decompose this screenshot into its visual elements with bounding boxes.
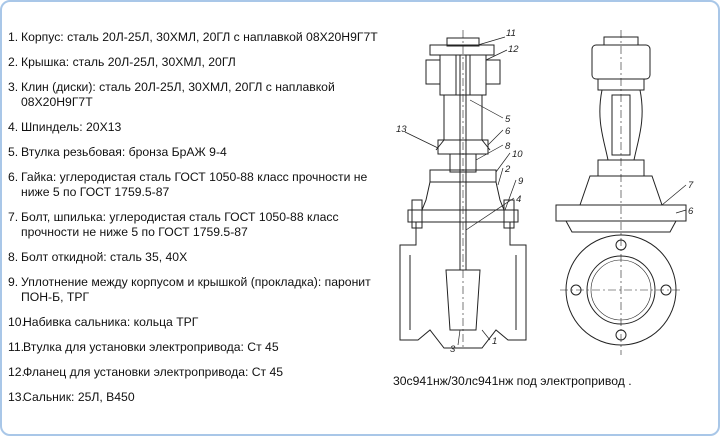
exterior-callouts: 7 6 bbox=[661, 180, 694, 217]
callout-10: 10 bbox=[512, 149, 523, 160]
legend-text: Сальник: 25Л, В450 bbox=[23, 390, 135, 404]
callout-12: 12 bbox=[508, 44, 519, 55]
legend-number: 6. bbox=[8, 170, 19, 184]
legend-item-5: 5.Втулка резьбовая: бронза БрАЖ 9-4 bbox=[8, 145, 388, 160]
legend-text: Шпиндель: 20Х13 bbox=[21, 120, 122, 134]
legend-item-6: 6.Гайка: углеродистая сталь ГОСТ 1050-88… bbox=[8, 170, 388, 200]
legend-number: 5. bbox=[8, 145, 19, 159]
legend-text: Гайка: углеродистая сталь ГОСТ 1050-88 к… bbox=[21, 170, 368, 199]
legend-item-9: 9.Уплотнение между корпусом и крышкой (п… bbox=[8, 275, 388, 305]
legend-item-8: 8.Болт откидной: сталь 35, 40Х bbox=[8, 250, 388, 265]
callout-13: 13 bbox=[396, 124, 407, 135]
legend-item-1: 1.Корпус: сталь 20Л-25Л, 30ХМЛ, 20ГЛ с н… bbox=[8, 30, 388, 45]
legend-number: 8. bbox=[8, 250, 19, 264]
legend-number: 3. bbox=[8, 80, 19, 94]
legend-item-3: 3.Клин (диски): сталь 20Л-25Л, 30ХМЛ, 20… bbox=[8, 80, 388, 110]
legend-number: 4. bbox=[8, 120, 19, 134]
flange-bolt-right bbox=[485, 59, 501, 85]
legend-item-2: 2.Крышка: сталь 20Л-25Л, 30ХМЛ, 20ГЛ bbox=[8, 55, 388, 70]
legend-number: 10. bbox=[8, 315, 25, 329]
legend-text: Втулка для установки электропривода: Ст … bbox=[23, 340, 279, 354]
callout-4: 4 bbox=[516, 194, 521, 205]
callout-8: 8 bbox=[505, 141, 511, 152]
legend-item-12: 12.Фланец для установки электропривода: … bbox=[8, 365, 388, 380]
callout-3: 3 bbox=[450, 344, 456, 355]
callout-5: 5 bbox=[505, 114, 511, 125]
exterior-body-top bbox=[565, 220, 677, 233]
legend-number: 2. bbox=[8, 55, 19, 69]
legend-item-10: 10.Набивка сальника: кольца ТРГ bbox=[8, 315, 388, 330]
exterior-yoke bbox=[599, 89, 643, 161]
legend-number: 7. bbox=[8, 210, 19, 224]
legend-item-11: 11.Втулка для установки электропривода: … bbox=[8, 340, 388, 355]
diagram-caption: 30с941нж/30лс941нж под электропривод . bbox=[393, 374, 632, 388]
body-bonnet-flange bbox=[407, 209, 519, 223]
legend-item-7: 7.Болт, шпилька: углеродистая сталь ГОСТ… bbox=[8, 210, 388, 240]
legend-text: Корпус: сталь 20Л-25Л, 30ХМЛ, 20ГЛ с нап… bbox=[21, 30, 378, 44]
gland-flange bbox=[429, 169, 497, 183]
parts-legend: 1.Корпус: сталь 20Л-25Л, 30ХМЛ, 20ГЛ с н… bbox=[8, 30, 388, 415]
legend-text: Крышка: сталь 20Л-25Л, 30ХМЛ, 20ГЛ bbox=[21, 55, 236, 69]
callout-6b: 6 bbox=[688, 206, 694, 217]
legend-text: Набивка сальника: кольца ТРГ bbox=[23, 315, 199, 329]
flange-bolt-left bbox=[425, 59, 441, 85]
legend-number: 1. bbox=[8, 30, 19, 44]
callout-11: 11 bbox=[506, 28, 516, 39]
bolt-right bbox=[503, 199, 515, 229]
legend-item-13: 13.Сальник: 25Л, В450 bbox=[8, 390, 388, 405]
valve-technical-drawing: 11 12 13 5 6 8 10 2 9 4 3 1 7 6 bbox=[396, 28, 694, 355]
bolt-left bbox=[411, 199, 423, 229]
legend-number: 12. bbox=[8, 365, 25, 379]
legend-number: 9. bbox=[8, 275, 19, 289]
exterior-flange bbox=[555, 204, 687, 222]
legend-number: 13. bbox=[8, 390, 25, 404]
legend-text: Болт откидной: сталь 35, 40Х bbox=[21, 250, 188, 264]
valve-exterior-view bbox=[555, 30, 687, 355]
callout-1: 1 bbox=[492, 336, 497, 347]
callout-6: 6 bbox=[505, 126, 511, 137]
legend-text: Втулка резьбовая: бронза БрАЖ 9-4 bbox=[21, 145, 227, 159]
legend-text: Клин (диски): сталь 20Л-25Л, 30ХМЛ, 20ГЛ… bbox=[21, 80, 335, 109]
callout-7: 7 bbox=[688, 180, 694, 191]
legend-text: Фланец для установки электропривода: Ст … bbox=[23, 365, 284, 379]
legend-item-4: 4.Шпиндель: 20Х13 bbox=[8, 120, 388, 135]
wedge bbox=[445, 269, 481, 331]
packing bbox=[449, 153, 477, 173]
callout-9: 9 bbox=[518, 176, 524, 187]
callout-2: 2 bbox=[504, 164, 511, 175]
valve-body bbox=[399, 222, 527, 349]
legend-text: Уплотнение между корпусом и крышкой (про… bbox=[21, 275, 371, 304]
valve-section-view bbox=[399, 30, 527, 350]
legend-text: Болт, шпилька: углеродистая сталь ГОСТ 1… bbox=[21, 210, 339, 239]
legend-number: 11. bbox=[8, 340, 25, 354]
callouts: 11 12 13 5 6 8 10 2 9 4 3 1 bbox=[396, 28, 524, 355]
